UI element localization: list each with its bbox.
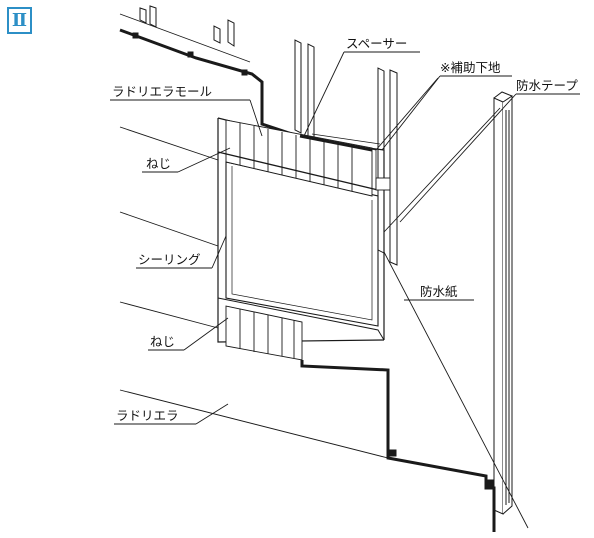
waterproof-lines — [375, 77, 529, 529]
label-bousui-shi: 防水紙 — [420, 284, 458, 299]
upper-mall-slats — [217, 119, 391, 197]
wall-studs — [139, 5, 513, 515]
section-badge: Ⅱ — [7, 7, 32, 34]
label-ladoriera-mall: ラドリエラモール — [112, 84, 212, 99]
siding-lines — [119, 126, 389, 459]
label-neji-top: ねじ — [146, 156, 171, 171]
labels: スペーサー ※補助下地 防水テープ ラドリエラモール ねじ シーリング 防水紙 … — [112, 36, 578, 423]
bottom-flashing — [300, 360, 496, 532]
label-neji-bottom: ねじ — [150, 334, 175, 349]
label-sealing: シーリング — [138, 252, 201, 267]
lower-mall-slats — [225, 305, 303, 361]
label-bousui-tape: 防水テープ — [516, 78, 578, 93]
label-hojo-shitaji: ※補助下地 — [440, 60, 501, 75]
top-flashing — [119, 13, 299, 138]
leader-lines — [110, 51, 580, 425]
label-spacer: スペーサー — [346, 36, 407, 51]
label-ladoriera: ラドリエラ — [116, 408, 179, 423]
